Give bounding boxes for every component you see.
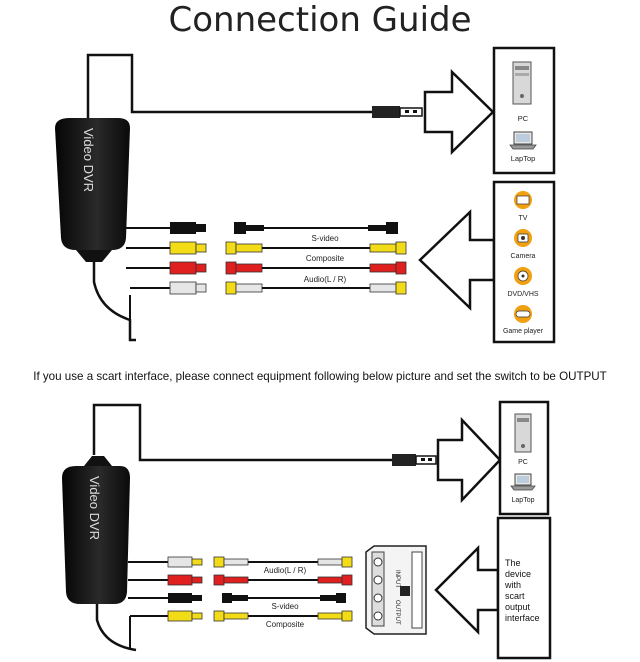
composite-cable-row-top	[169, 241, 407, 255]
svideo-label-top: S-video	[311, 234, 339, 243]
laptop-label-bottom: LapTop	[512, 497, 535, 504]
scart-device-line-1: The	[505, 558, 521, 568]
laptop-label: LapTop	[511, 154, 536, 163]
scart-device-line-2: device	[505, 569, 531, 579]
audio-red-cable-row-bottom	[167, 574, 353, 586]
scart-instruction-caption: If you use a scart interface, please con…	[33, 370, 607, 383]
video-dvr-device-top: Video DVR	[55, 118, 130, 262]
audio-label-top: Audio(L / R)	[304, 275, 347, 284]
laptop-icon-bottom	[510, 473, 536, 491]
usb-plug-bottom	[392, 454, 437, 466]
pc-label-bottom: PC	[518, 459, 528, 466]
camera-icon	[514, 229, 532, 247]
audio-label-bottom: Audio(L / R)	[264, 566, 307, 575]
audio-white-cable-row-bottom	[167, 556, 353, 568]
scart-device-line-3: with	[504, 580, 521, 590]
arrow-from-sources-top	[418, 209, 496, 311]
arrow-to-computer-bottom	[436, 416, 502, 504]
audio-white-cable-row-top	[169, 281, 407, 295]
dvr-label-bottom: Video DVR	[87, 476, 102, 540]
tv-icon	[514, 191, 532, 209]
svideo-label-bottom: S-video	[271, 602, 299, 611]
pc-tower-icon	[512, 61, 532, 105]
pc-label: PC	[518, 114, 529, 123]
arrow-to-computer-top	[423, 69, 495, 155]
pc-tower-icon-bottom	[514, 413, 532, 453]
dvr-label-top: Video DVR	[81, 128, 96, 192]
game-player-label: Game player	[503, 328, 544, 335]
usb-cable-top	[86, 53, 372, 118]
composite-label-top: Composite	[306, 254, 345, 263]
video-dvr-device-bottom: Video DVR	[62, 456, 130, 604]
audio-red-cable-row-top	[169, 261, 407, 275]
scart-device-line-6: interface	[505, 613, 540, 623]
composite-cable-row-bottom	[167, 610, 353, 622]
scart-device-box	[496, 516, 552, 660]
scart-input-label: INPUT	[394, 570, 400, 588]
arrow-from-scart-device	[434, 544, 500, 636]
usb-cable-bottom	[92, 403, 392, 462]
svideo-cable-row-bottom	[168, 593, 346, 603]
scart-output-label: OUTPUT	[394, 600, 400, 625]
scart-device-line-5: output	[505, 602, 531, 612]
game-controller-icon	[514, 305, 532, 323]
camera-label: Camera	[511, 253, 536, 260]
scart-adapter: INPUT OUTPUT	[365, 545, 427, 635]
svideo-cable-row-top	[170, 222, 398, 234]
page-title: Connection Guide	[168, 0, 472, 40]
dvd-vhs-label: DVD/VHS	[507, 291, 538, 298]
usb-plug-top	[372, 106, 423, 118]
laptop-icon	[509, 131, 537, 150]
tv-label: TV	[519, 215, 528, 222]
dvd-icon	[514, 267, 532, 285]
scart-device-line-4: scart	[505, 591, 525, 601]
composite-label-bottom: Composite	[266, 620, 305, 629]
